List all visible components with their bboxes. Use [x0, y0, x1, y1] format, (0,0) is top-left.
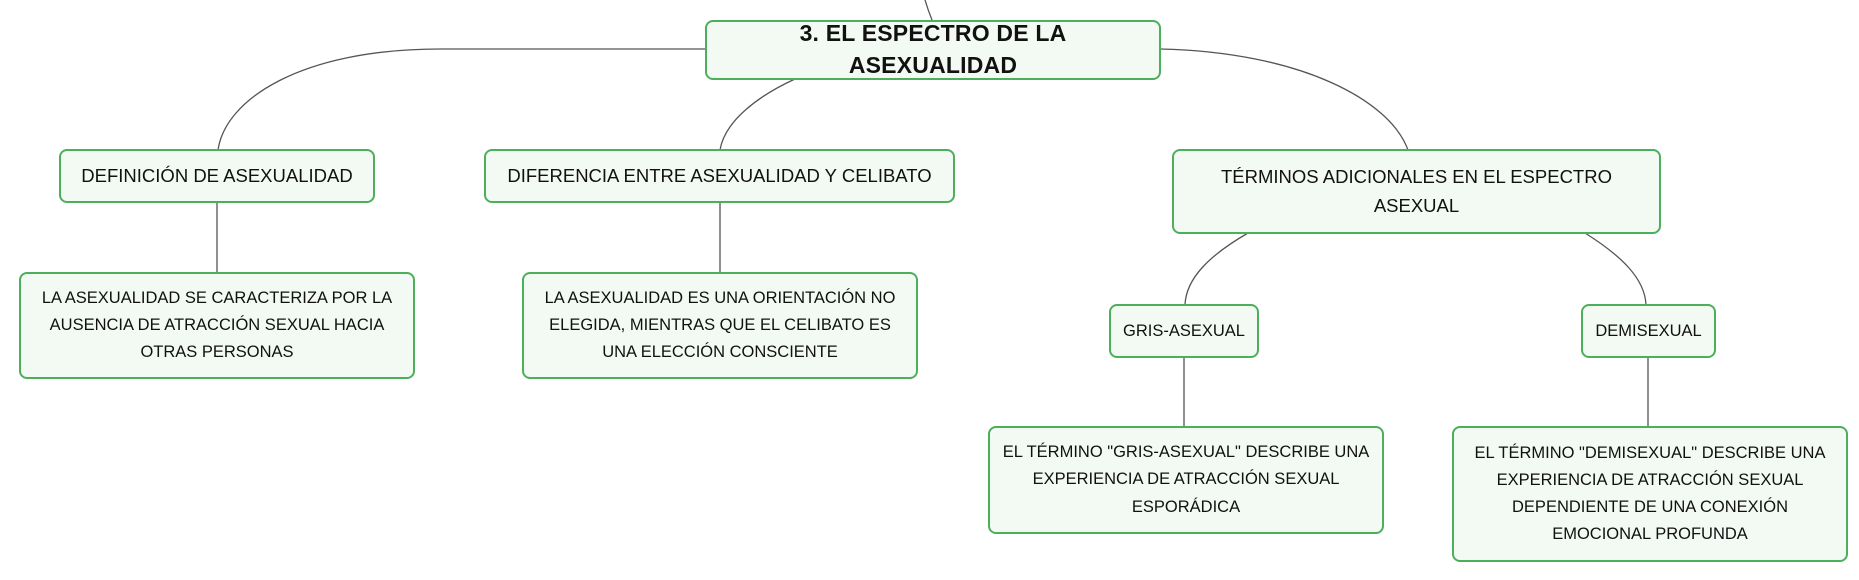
node-terminos-adicionales[interactable]: TÉRMINOS ADICIONALES EN EL ESPECTRO ASEX…: [1172, 149, 1661, 234]
root-node-label: 3. EL ESPECTRO DE LA ASEXUALIDAD: [799, 20, 1067, 78]
node-demi-detail-text: EL TÉRMINO "DEMISEXUAL" DESCRIBE UNA EXP…: [1474, 443, 1826, 544]
node-diferencia-asexualidad-celibato[interactable]: DIFERENCIA ENTRE ASEXUALIDAD Y CELIBATO: [484, 149, 955, 203]
node-diferencia-detail[interactable]: LA ASEXUALIDAD ES UNA ORIENTACIÓN NO ELE…: [522, 272, 918, 379]
connector-terminos-demi: [1584, 232, 1647, 306]
node-demisexual[interactable]: DEMISEXUAL: [1581, 304, 1716, 358]
node-definicion-label: DEFINICIÓN DE ASEXUALIDAD: [81, 164, 353, 186]
node-gris-detail-text: EL TÉRMINO "GRIS-ASEXUAL" DESCRIBE UNA E…: [1002, 443, 1370, 516]
node-terminos-label: TÉRMINOS ADICIONALES EN EL ESPECTRO ASEX…: [1221, 165, 1612, 216]
root-node[interactable]: 3. EL ESPECTRO DE LA ASEXUALIDAD: [705, 20, 1161, 80]
node-demi-detail[interactable]: EL TÉRMINO "DEMISEXUAL" DESCRIBE UNA EXP…: [1452, 426, 1848, 562]
connector-parent-incoming: [924, 0, 933, 21]
node-definicion-detail-text: LA ASEXUALIDAD SE CARACTERIZA POR LA AUS…: [41, 288, 393, 362]
node-definicion-detail[interactable]: LA ASEXUALIDAD SE CARACTERIZA POR LA AUS…: [19, 272, 415, 379]
connector-root-definicion: [217, 48, 705, 151]
node-gris-detail[interactable]: EL TÉRMINO "GRIS-ASEXUAL" DESCRIBE UNA E…: [988, 426, 1384, 534]
node-diferencia-label: DIFERENCIA ENTRE ASEXUALIDAD Y CELIBATO: [507, 164, 932, 186]
node-gris-asexual[interactable]: GRIS-ASEXUAL: [1109, 304, 1259, 358]
connector-root-diferencia: [719, 78, 796, 151]
node-demi-label: DEMISEXUAL: [1595, 321, 1702, 340]
node-gris-label: GRIS-ASEXUAL: [1123, 321, 1245, 340]
node-diferencia-detail-text: LA ASEXUALIDAD ES UNA ORIENTACIÓN NO ELE…: [544, 288, 896, 362]
connector-terminos-gris: [1184, 232, 1249, 306]
connector-root-terminos: [1159, 48, 1409, 151]
node-definicion-asexualidad[interactable]: DEFINICIÓN DE ASEXUALIDAD: [59, 149, 375, 203]
